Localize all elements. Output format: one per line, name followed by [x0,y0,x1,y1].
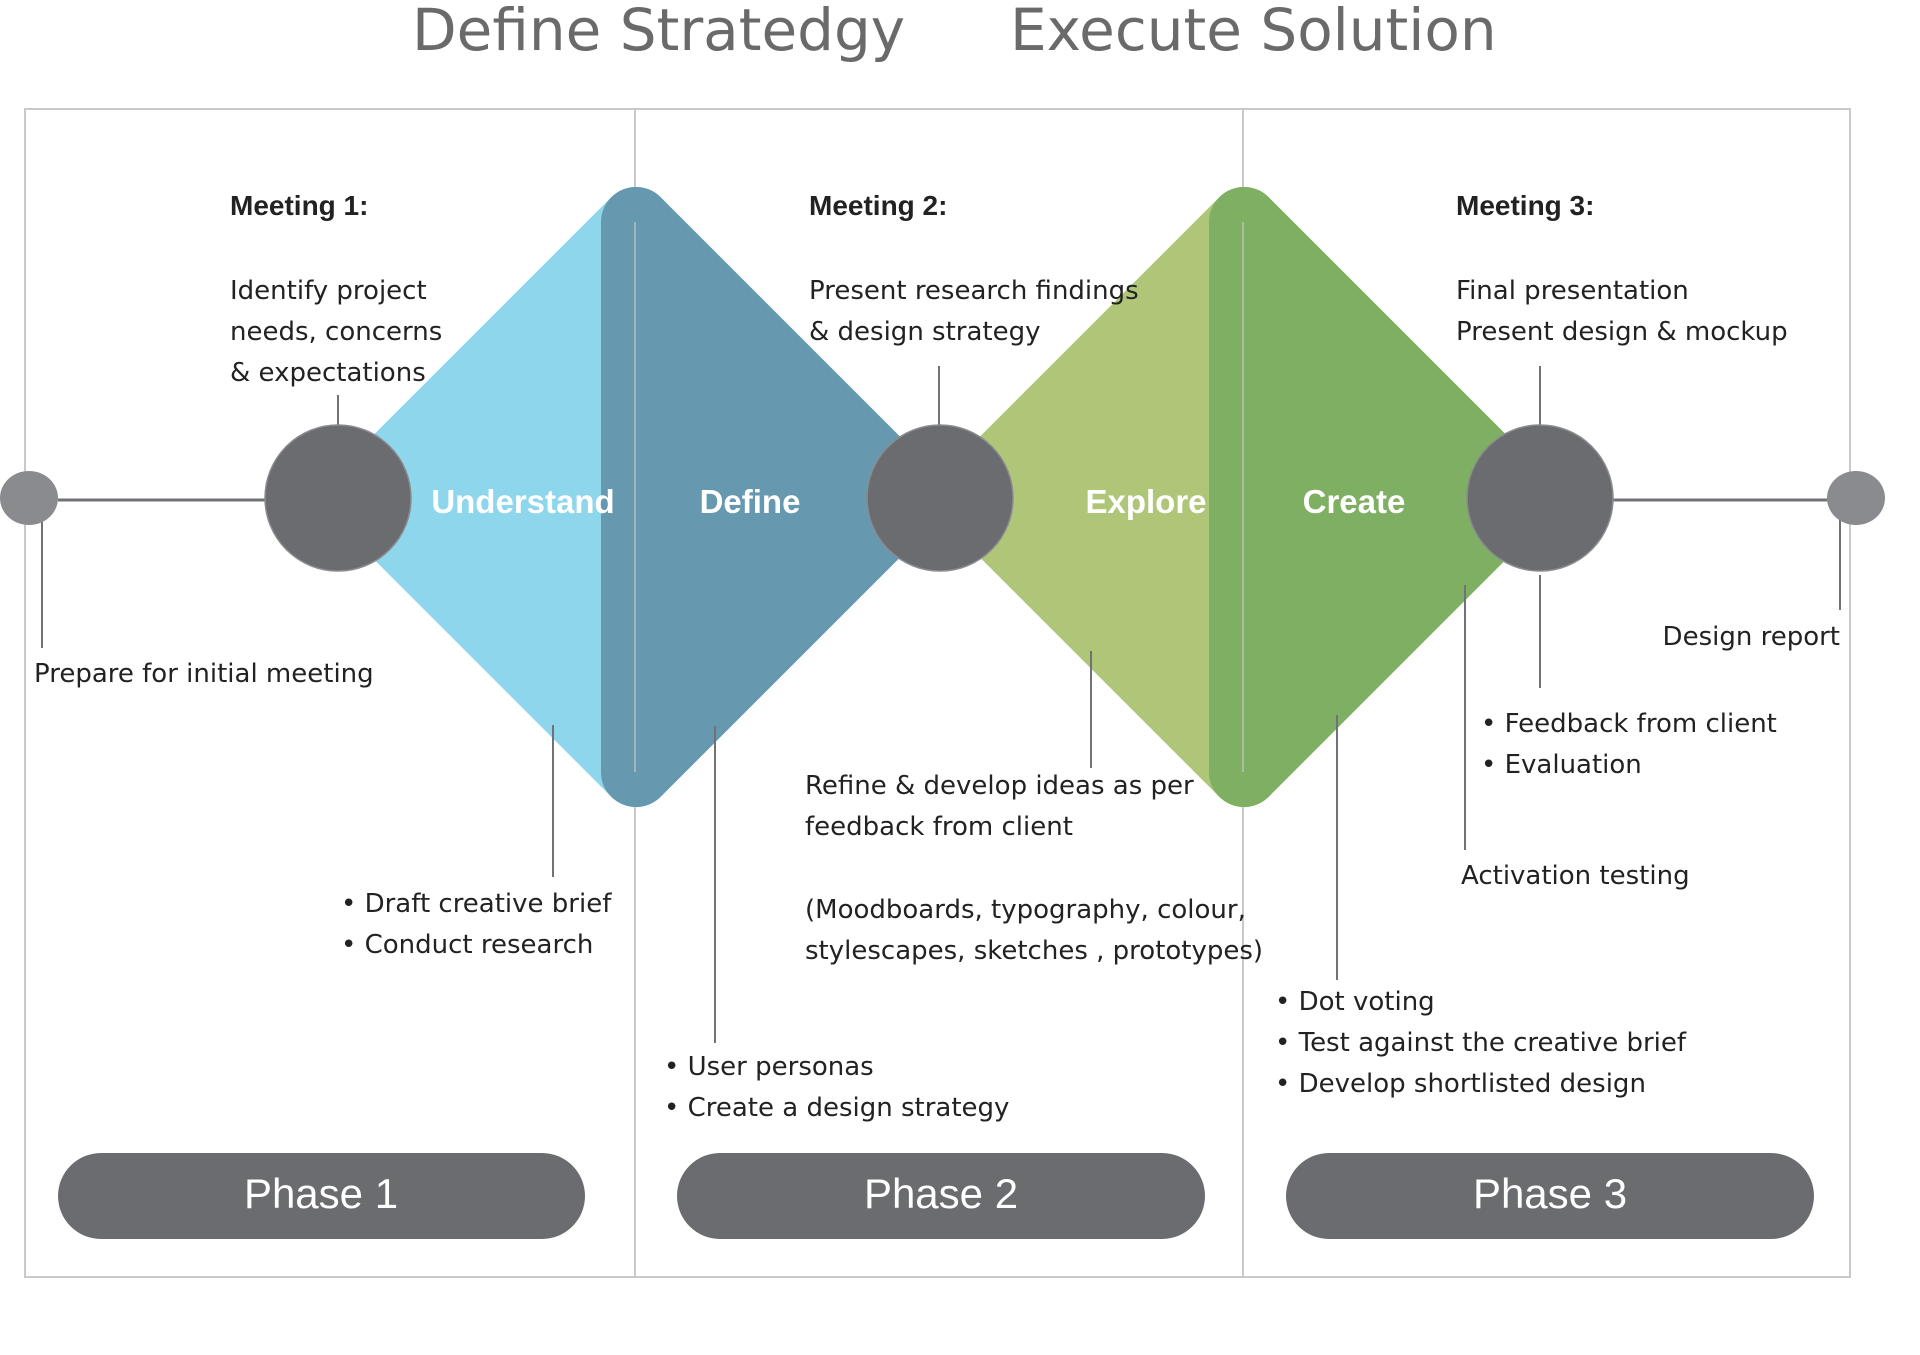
meeting-3-line: Present design & mockup [1456,317,1788,347]
label-define: Define [700,483,801,520]
meeting-2-block: Meeting 2: Present research findings & d… [809,190,1139,347]
phase-pill-3: Phase 3 [1286,1153,1814,1239]
meeting-1-node [264,424,412,572]
phase-1-bullet: • Conduct research [341,930,593,960]
meeting-1-line: needs, concerns [230,317,442,347]
refine-line: feedback from client [805,812,1073,842]
phase-pill-1: Phase 1 [58,1153,585,1239]
phase-3-bullet: • Dot voting [1275,987,1435,1017]
feedback-bullet: • Feedback from client [1481,709,1777,739]
refine-paren-line: (Moodboards, typography, colour, [805,895,1246,925]
phase-1-notes: Prepare for initial meeting • Draft crea… [34,659,612,960]
meeting-1-line: Identify project [230,276,427,306]
end-endpoint [1827,471,1885,525]
phase-2-notes: Refine & develop ideas as per feedback f… [664,771,1263,1123]
phase-1-bullet: • Draft creative brief [341,889,612,919]
header-execute-solution: Execute Solution [1010,0,1497,64]
meeting-3-block: Meeting 3: Final presentation Present de… [1456,190,1788,347]
meeting-3-title: Meeting 3: [1456,190,1594,221]
meeting-1-title: Meeting 1: [230,190,368,221]
connectors [41,366,1841,1043]
meeting-3-line: Final presentation [1456,276,1689,306]
feedback-bullet: • Evaluation [1481,750,1642,780]
phase-2-bullet: • Create a design strategy [664,1093,1009,1123]
phase-3-notes: Design report • Feedback from client • E… [1275,622,1840,1099]
meeting-2-line: Present research findings [809,276,1139,306]
header-define-strategy: Define Stratedgy [412,0,905,64]
meeting-3-node [1466,424,1614,572]
panel-frame [24,108,1851,1278]
design-report-note: Design report [1663,622,1840,652]
phase-1-label: Phase 1 [244,1170,398,1217]
activation-note: Activation testing [1461,861,1690,891]
refine-paren-line: stylescapes, sketches , prototypes) [805,936,1263,966]
meeting-2-node [866,424,1014,572]
phase-3-bullet: • Develop shortlisted design [1275,1069,1646,1099]
phase-2-label: Phase 2 [864,1170,1018,1217]
phase-2-bullet: • User personas [664,1052,874,1082]
phase-3-label: Phase 3 [1473,1170,1627,1217]
label-create: Create [1303,483,1406,520]
start-endpoint [0,471,58,525]
meeting-1-line: & expectations [230,358,426,388]
phase-3-bullet: • Test against the creative brief [1275,1028,1687,1058]
meeting-1-block: Meeting 1: Identify project needs, conce… [230,190,442,388]
label-explore: Explore [1085,483,1206,520]
phase-pill-2: Phase 2 [677,1153,1205,1239]
label-understand: Understand [431,483,614,520]
meeting-2-title: Meeting 2: [809,190,947,221]
refine-line: Refine & develop ideas as per [805,771,1194,801]
prepare-note: Prepare for initial meeting [34,659,374,689]
meeting-2-line: & design strategy [809,317,1041,347]
